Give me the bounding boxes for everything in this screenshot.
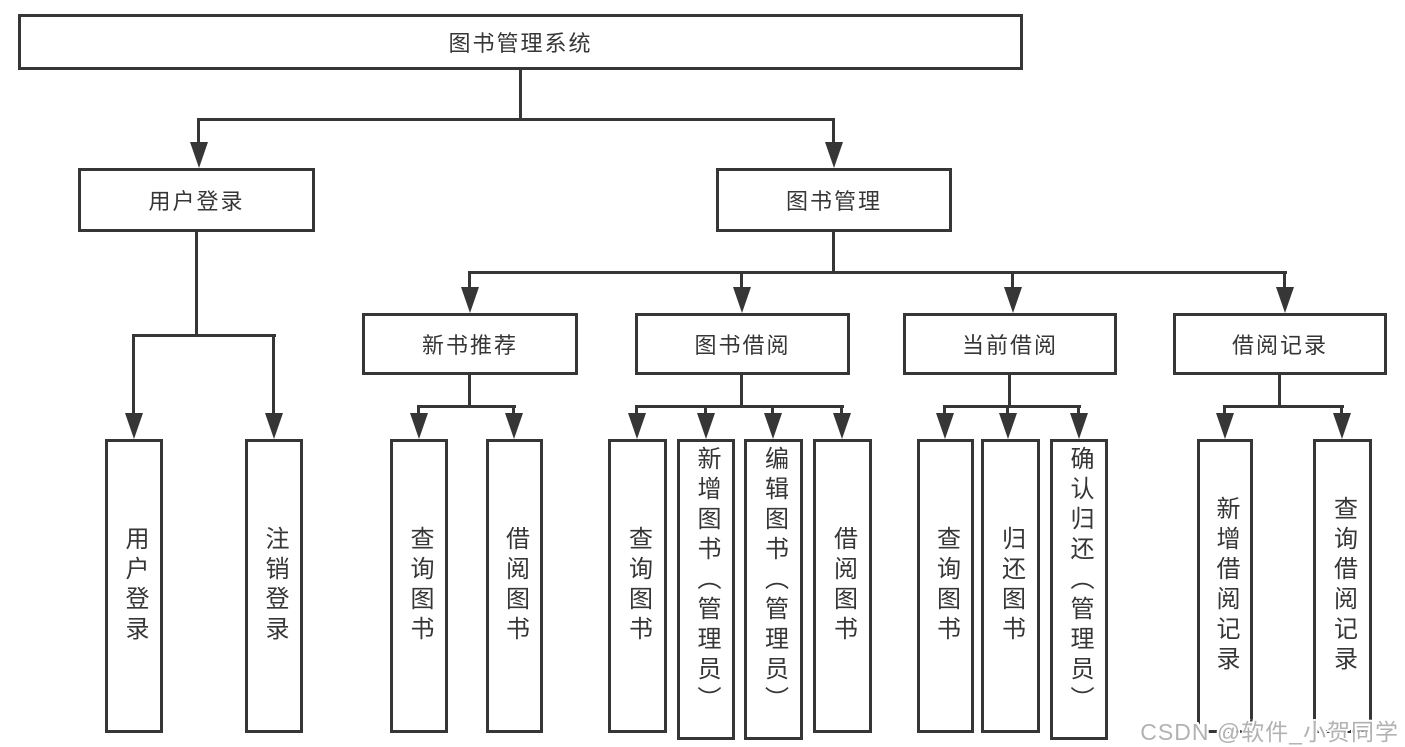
arrow-stem-current-query (943, 405, 946, 416)
connector-recommend-vertical (468, 375, 471, 407)
csdn-watermark: CSDN @软件_小贺同学 (1140, 719, 1399, 745)
connector-borrow-vertical (740, 375, 743, 407)
leaf-query-borrow-record-label: 查询借阅记录 (1329, 496, 1357, 676)
leaf-recommend-borrow-books-label: 借阅图书 (501, 526, 529, 646)
node-root-label: 图书管理系统 (448, 31, 593, 56)
arrow-head-book-management-icon (825, 142, 843, 168)
arrow-head-user-login-icon (190, 142, 208, 168)
arrow-stem-current-return (1006, 405, 1009, 416)
connector-recommend-horizontal (418, 405, 516, 408)
leaf-add-books-admin: 新增图书（管理员） (677, 439, 735, 740)
arrow-head-current-borrow-icon (1004, 287, 1022, 313)
leaf-borrow-borrow-books: 借阅图书 (813, 439, 872, 733)
leaf-add-books-admin-label: 新增图书（管理员） (693, 446, 720, 716)
arrow-stem-records-add (1223, 405, 1226, 416)
arrow-head-new-book-recommend-icon (461, 287, 479, 313)
arrow-stem-borrow-edit (771, 405, 774, 416)
leaf-recommend-query-books-label: 查询图书 (406, 526, 433, 646)
leaf-query-borrow-record: 查询借阅记录 (1313, 439, 1372, 733)
leaf-logout-label: 注销登录 (261, 526, 288, 646)
arrow-stem-borrow-borrow (840, 405, 843, 416)
arrow-stem-current-confirm (1077, 405, 1080, 416)
arrow-stem-new-book-recommend (468, 271, 471, 291)
leaf-recommend-query-books: 查询图书 (390, 439, 448, 733)
arrow-head-borrow-edit-icon (764, 413, 782, 439)
node-borrow-records-label: 借阅记录 (1231, 333, 1328, 358)
arrow-head-leaf-logout-icon (265, 413, 283, 439)
node-user-login: 用户登录 (78, 168, 315, 232)
connector-current-horizontal (944, 405, 1081, 408)
arrow-stem-current-borrow (1011, 271, 1014, 291)
leaf-current-query-books-label: 查询图书 (932, 526, 960, 646)
arrow-stem-recommend-borrow (512, 405, 515, 416)
leaf-edit-books-admin: 编辑图书（管理员） (744, 439, 803, 740)
arrow-head-records-add-icon (1216, 413, 1234, 439)
node-current-borrow: 当前借阅 (903, 313, 1117, 375)
arrow-stem-book-management (832, 118, 835, 146)
leaf-confirm-return-admin: 确认归还（管理员） (1050, 439, 1108, 740)
arrow-head-records-query-icon (1333, 413, 1351, 439)
arrow-stem-borrow-add (704, 405, 707, 416)
leaf-add-borrow-record: 新增借阅记录 (1197, 439, 1253, 733)
arrow-stem-leaf-logout (272, 334, 275, 415)
connector-user-login-horizontal (133, 334, 276, 337)
arrow-head-current-return-icon (999, 413, 1017, 439)
arrow-head-borrow-borrow-icon (833, 413, 851, 439)
connector-book-management-horizontal (469, 271, 1287, 274)
leaf-confirm-return-admin-label: 确认归还（管理员） (1066, 446, 1093, 716)
leaf-user-login: 用户登录 (105, 439, 163, 733)
leaf-return-books-label: 归还图书 (997, 526, 1025, 646)
arrow-head-book-borrow-icon (733, 287, 751, 313)
leaf-edit-books-admin-label: 编辑图书（管理员） (760, 446, 788, 716)
leaf-return-books: 归还图书 (981, 439, 1040, 733)
node-book-management: 图书管理 (716, 168, 952, 232)
arrow-stem-recommend-query (417, 405, 420, 416)
connector-root-horizontal (198, 118, 835, 121)
arrow-head-current-confirm-icon (1070, 413, 1088, 439)
node-new-book-recommend: 新书推荐 (362, 313, 578, 375)
arrow-head-borrow-add-icon (697, 413, 715, 439)
connector-current-vertical (1008, 375, 1011, 407)
arrow-stem-records-query (1340, 405, 1343, 416)
arrow-head-borrow-records-icon (1276, 287, 1294, 313)
node-user-login-label: 用户登录 (148, 189, 245, 214)
leaf-borrow-query-books: 查询图书 (608, 439, 667, 733)
arrow-stem-leaf-login (132, 334, 135, 415)
arrow-stem-borrow-query (635, 405, 638, 416)
arrow-head-current-query-icon (936, 413, 954, 439)
arrow-stem-borrow-records (1283, 271, 1286, 291)
node-new-book-recommend-label: 新书推荐 (421, 333, 518, 358)
node-book-management-label: 图书管理 (785, 189, 882, 214)
connector-user-login-vertical (195, 232, 198, 334)
leaf-borrow-borrow-books-label: 借阅图书 (829, 526, 857, 646)
connector-root-vertical (519, 70, 522, 120)
node-book-borrow: 图书借阅 (635, 313, 850, 375)
leaf-add-borrow-record-label: 新增借阅记录 (1212, 496, 1239, 676)
connector-records-horizontal (1224, 405, 1344, 408)
connector-borrow-horizontal (636, 405, 844, 408)
arrow-stem-book-borrow (740, 271, 743, 291)
node-current-borrow-label: 当前借阅 (961, 333, 1058, 358)
arrow-head-recommend-borrow-icon (505, 413, 523, 439)
arrow-stem-user-login (197, 118, 200, 146)
leaf-logout: 注销登录 (245, 439, 303, 733)
leaf-borrow-query-books-label: 查询图书 (624, 526, 652, 646)
node-book-borrow-label: 图书借阅 (694, 333, 791, 358)
leaf-recommend-borrow-books: 借阅图书 (486, 439, 543, 733)
arrow-head-borrow-query-icon (628, 413, 646, 439)
node-borrow-records: 借阅记录 (1173, 313, 1387, 375)
arrow-head-leaf-login-icon (125, 413, 143, 439)
node-root: 图书管理系统 (18, 14, 1023, 70)
arrow-head-recommend-query-icon (410, 413, 428, 439)
leaf-user-login-label: 用户登录 (121, 526, 148, 646)
connector-book-management-vertical (832, 232, 835, 273)
leaf-current-query-books: 查询图书 (917, 439, 974, 733)
connector-records-vertical (1278, 375, 1281, 407)
